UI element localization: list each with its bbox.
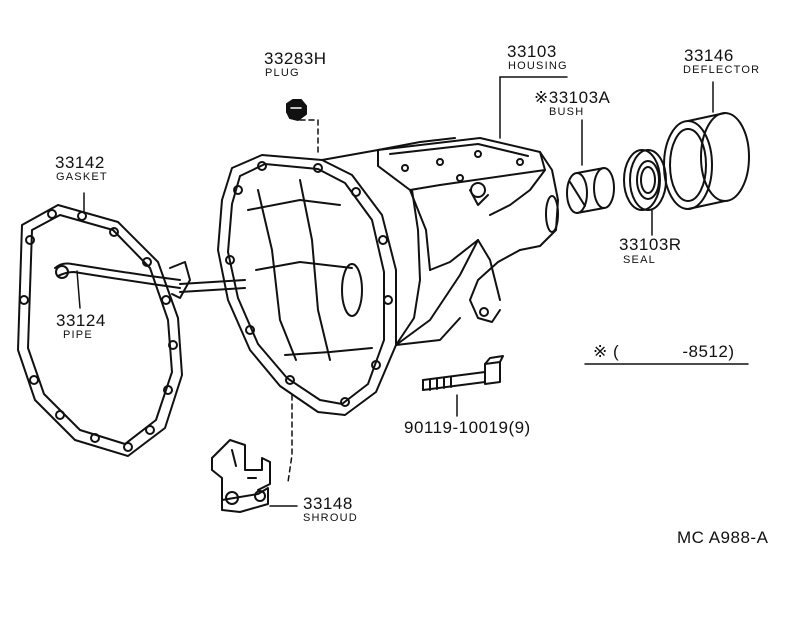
deflector-drawing	[663, 112, 750, 210]
plug-part-name: PLUG	[265, 67, 300, 79]
bolt-drawing	[422, 355, 504, 391]
housing-drawing	[217, 137, 559, 416]
deflector-part-number: 33146	[684, 46, 734, 65]
bolt-part-number: 90119-10019(9)	[404, 418, 531, 437]
housing-part-name: HOUSING	[508, 60, 568, 72]
shroud-part-number: 33148	[303, 494, 353, 513]
bush-part-number: ※33103A	[534, 88, 610, 108]
footnote: ※ ( -8512)	[593, 342, 735, 362]
seal-part-name: SEAL	[623, 254, 656, 266]
seal-drawing	[623, 149, 667, 211]
assembly-lines	[287, 119, 319, 483]
plug-part-number: 33283H	[264, 49, 327, 68]
figure-code: MC A988-A	[677, 528, 769, 547]
footnote-range: -8512)	[682, 342, 735, 361]
bush-drawing	[566, 167, 615, 214]
shroud-part-name: SHROUD	[303, 512, 358, 524]
pipe-part-number: 33124	[56, 311, 106, 330]
gasket-drawing	[17, 204, 183, 457]
plug-drawing	[286, 99, 307, 121]
housing-part-number: 33103	[507, 42, 557, 61]
bush-mark: ※	[534, 88, 549, 107]
bush-part-name: BUSH	[549, 106, 585, 118]
deflector-part-name: DEFLECTOR	[683, 64, 761, 76]
leader-lines	[76, 76, 749, 507]
pipe-drawing	[54, 261, 246, 299]
footnote-open: (	[612, 342, 620, 361]
shroud-drawing	[211, 439, 271, 513]
gasket-part-name: GASKET	[56, 171, 108, 183]
pipe-part-name: PIPE	[63, 329, 93, 341]
seal-part-number: 33103R	[619, 235, 682, 254]
bush-number: 33103A	[548, 88, 611, 107]
footnote-mark: ※	[593, 342, 608, 361]
gasket-part-number: 33142	[55, 153, 105, 172]
